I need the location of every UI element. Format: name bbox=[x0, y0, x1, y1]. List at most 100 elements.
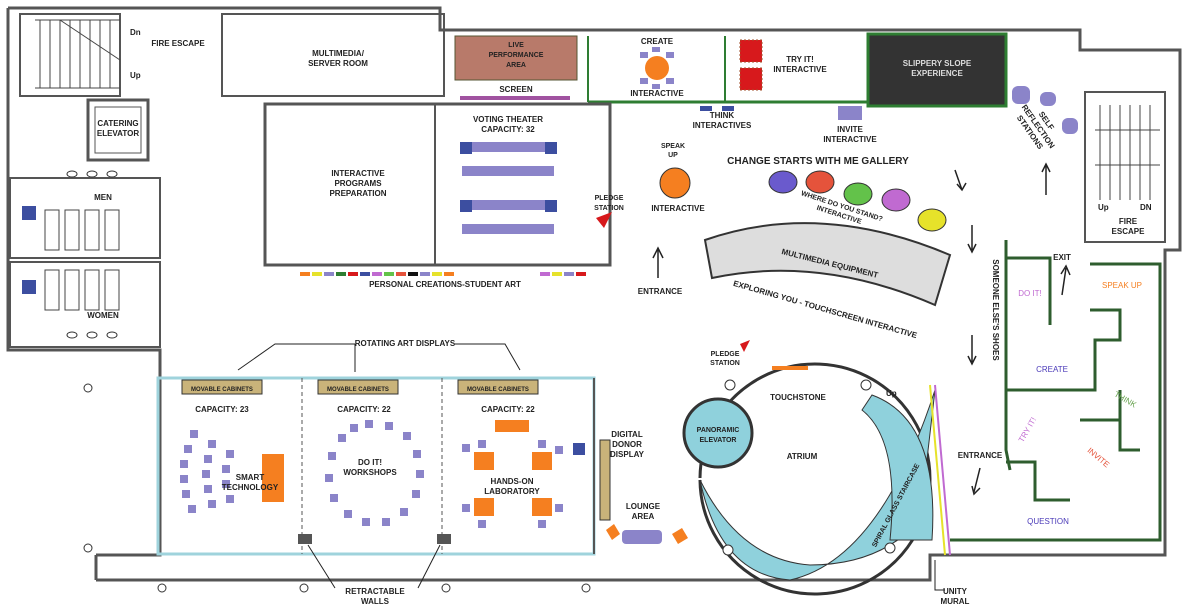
rotating-art-label: ROTATING ART DISPLAYS bbox=[355, 339, 456, 348]
maze-invite: INVITE bbox=[1086, 446, 1112, 469]
up-label-atrium: Up bbox=[886, 389, 897, 398]
pledge-2-label-2: STATION bbox=[710, 360, 740, 367]
maze-try-it-group: TRY IT! bbox=[1017, 416, 1038, 444]
catering-elevator-label-1: CATERING bbox=[97, 119, 138, 128]
fire-escape-left-label: FIRE ESCAPE bbox=[151, 39, 205, 48]
up-label-right: Up bbox=[1098, 203, 1109, 212]
slippery-label-1: SLIPPERY SLOPE bbox=[903, 59, 972, 68]
unity-mural-label-1: UNITY bbox=[943, 587, 968, 596]
panoramic-label-2: ELEVATOR bbox=[700, 437, 737, 444]
workshop-ring bbox=[325, 420, 424, 526]
cabinets-label-1: MOVABLE CABINETS bbox=[191, 387, 253, 393]
invite-label-1: INVITE bbox=[837, 125, 863, 134]
lounge-label-2: AREA bbox=[632, 512, 655, 521]
maze-speak-up: SPEAK UP bbox=[1102, 281, 1142, 290]
speak-up-label-2: UP bbox=[668, 152, 678, 159]
retractable-label-2: WALLS bbox=[361, 597, 390, 606]
maze-think-group: THINK bbox=[1113, 390, 1139, 410]
atrium-label: ATRIUM bbox=[787, 452, 818, 461]
capacity-22b-label: CAPACITY: 22 bbox=[481, 405, 535, 414]
unity-mural-label-2: MURAL bbox=[941, 597, 970, 606]
panoramic-label-1: PANORAMIC bbox=[697, 427, 740, 434]
create-interactive-bottom: INTERACTIVE bbox=[630, 89, 684, 98]
service-block bbox=[9, 13, 161, 348]
live-label-1: LIVE bbox=[508, 42, 524, 49]
multimedia-equipment-wall bbox=[703, 222, 952, 307]
maze-create: CREATE bbox=[1036, 365, 1068, 374]
touchstone-label: TOUCHSTONE bbox=[770, 393, 826, 402]
capacity-22a-label: CAPACITY: 22 bbox=[337, 405, 391, 414]
programs-label-2: PROGRAMS bbox=[334, 179, 382, 188]
exit-label: EXIT bbox=[1053, 253, 1071, 262]
voting-capacity-label: CAPACITY: 32 bbox=[481, 125, 535, 134]
svg-text:SOMEONE ELSE'S SHOES: SOMEONE ELSE'S SHOES bbox=[991, 259, 1000, 361]
programs-label-1: INTERACTIVE bbox=[331, 169, 385, 178]
hands-on-label-1: HANDS-ON bbox=[490, 477, 533, 486]
screen-bar bbox=[460, 96, 570, 100]
fire-escape-right-label-2: ESCAPE bbox=[1112, 227, 1146, 236]
fire-escape-right-label-1: FIRE bbox=[1119, 217, 1138, 226]
circulation-arrows bbox=[954, 162, 1071, 366]
self-reflection-label: SELF REFLECTION STATIONS bbox=[1015, 103, 1057, 151]
atrium bbox=[682, 340, 951, 596]
student-art-strip bbox=[300, 272, 586, 276]
try-it-label-2: INTERACTIVE bbox=[773, 65, 827, 74]
someone-elses-shoes-label: SOMEONE ELSE'S SHOES bbox=[991, 259, 1000, 361]
create-interactive-top: CREATE bbox=[641, 37, 674, 46]
screen-label: SCREEN bbox=[499, 85, 533, 94]
pledge-1-label-2: STATION bbox=[594, 205, 624, 212]
dn-label: Dn bbox=[130, 28, 141, 37]
smart-tech-label-1: SMART bbox=[236, 473, 265, 482]
entrance-2-label: ENTRANCE bbox=[958, 451, 1003, 460]
entrance-1-arrow bbox=[652, 246, 664, 278]
pledge-station-1-icon bbox=[596, 212, 612, 228]
live-performance-area bbox=[454, 35, 578, 81]
maze-do-it: DO IT! bbox=[1018, 289, 1042, 298]
invite-label-2: INTERACTIVE bbox=[823, 135, 877, 144]
capacity-23-label: CAPACITY: 23 bbox=[195, 405, 249, 414]
maze-invite-group: INVITE bbox=[1086, 446, 1112, 469]
pledge-1-label-1: PLEDGE bbox=[595, 195, 624, 202]
programs-label-3: PREPARATION bbox=[329, 189, 386, 198]
hands-on-label-2: LABORATORY bbox=[484, 487, 540, 496]
maze-walls bbox=[950, 240, 1162, 542]
entrance-2-arrow bbox=[971, 467, 981, 496]
live-label-3: AREA bbox=[506, 62, 526, 69]
up-label-left: Up bbox=[130, 71, 141, 80]
voting-theater-label: VOTING THEATER bbox=[473, 115, 543, 124]
unity-mural-leader bbox=[934, 560, 945, 591]
server-room-label-2: SERVER ROOM bbox=[308, 59, 368, 68]
rotating-art-leaders bbox=[237, 343, 521, 372]
maze-think: THINK bbox=[1113, 390, 1139, 410]
classrooms-block bbox=[156, 376, 688, 556]
slippery-label-2: EXPERIENCE bbox=[911, 69, 963, 78]
column-markers bbox=[83, 383, 591, 593]
pledge-2-label-1: PLEDGE bbox=[711, 351, 740, 358]
do-it-workshops-label-1: DO IT! bbox=[358, 458, 382, 467]
think-label-1: THINK bbox=[710, 111, 735, 120]
gallery-title: CHANGE STARTS WITH ME GALLERY bbox=[727, 156, 909, 167]
live-label-2: PERFORMANCE bbox=[489, 52, 544, 59]
server-room bbox=[221, 13, 445, 97]
speak-up-label-1: SPEAK bbox=[661, 143, 685, 150]
men-label: MEN bbox=[94, 193, 112, 202]
think-label-2: INTERACTIVES bbox=[693, 121, 752, 130]
retractable-leaders bbox=[307, 544, 441, 589]
catering-elevator-label-2: ELEVATOR bbox=[97, 129, 139, 138]
digital-donor-label-2: DONOR bbox=[612, 440, 642, 449]
fire-escape-right bbox=[1084, 91, 1166, 243]
building-outline bbox=[6, 6, 1182, 582]
interactive-rooms-top bbox=[587, 32, 1078, 134]
do-it-workshops-label-2: WORKSHOPS bbox=[343, 468, 397, 477]
cabinets-label-3: MOVABLE CABINETS bbox=[467, 387, 529, 393]
women-label: WOMEN bbox=[87, 311, 119, 320]
speak-up-label-3: INTERACTIVE bbox=[651, 204, 705, 213]
personal-creations-label: PERSONAL CREATIONS-STUDENT ART bbox=[369, 280, 521, 289]
dn-label-right: DN bbox=[1140, 203, 1152, 212]
programs-theater-block bbox=[263, 102, 612, 267]
digital-donor-label-1: DIGITAL bbox=[611, 430, 643, 439]
where-do-you-stand-discs bbox=[768, 170, 947, 232]
try-it-label-1: TRY IT! bbox=[786, 55, 814, 64]
digital-donor-label-3: DISPLAY bbox=[610, 450, 645, 459]
